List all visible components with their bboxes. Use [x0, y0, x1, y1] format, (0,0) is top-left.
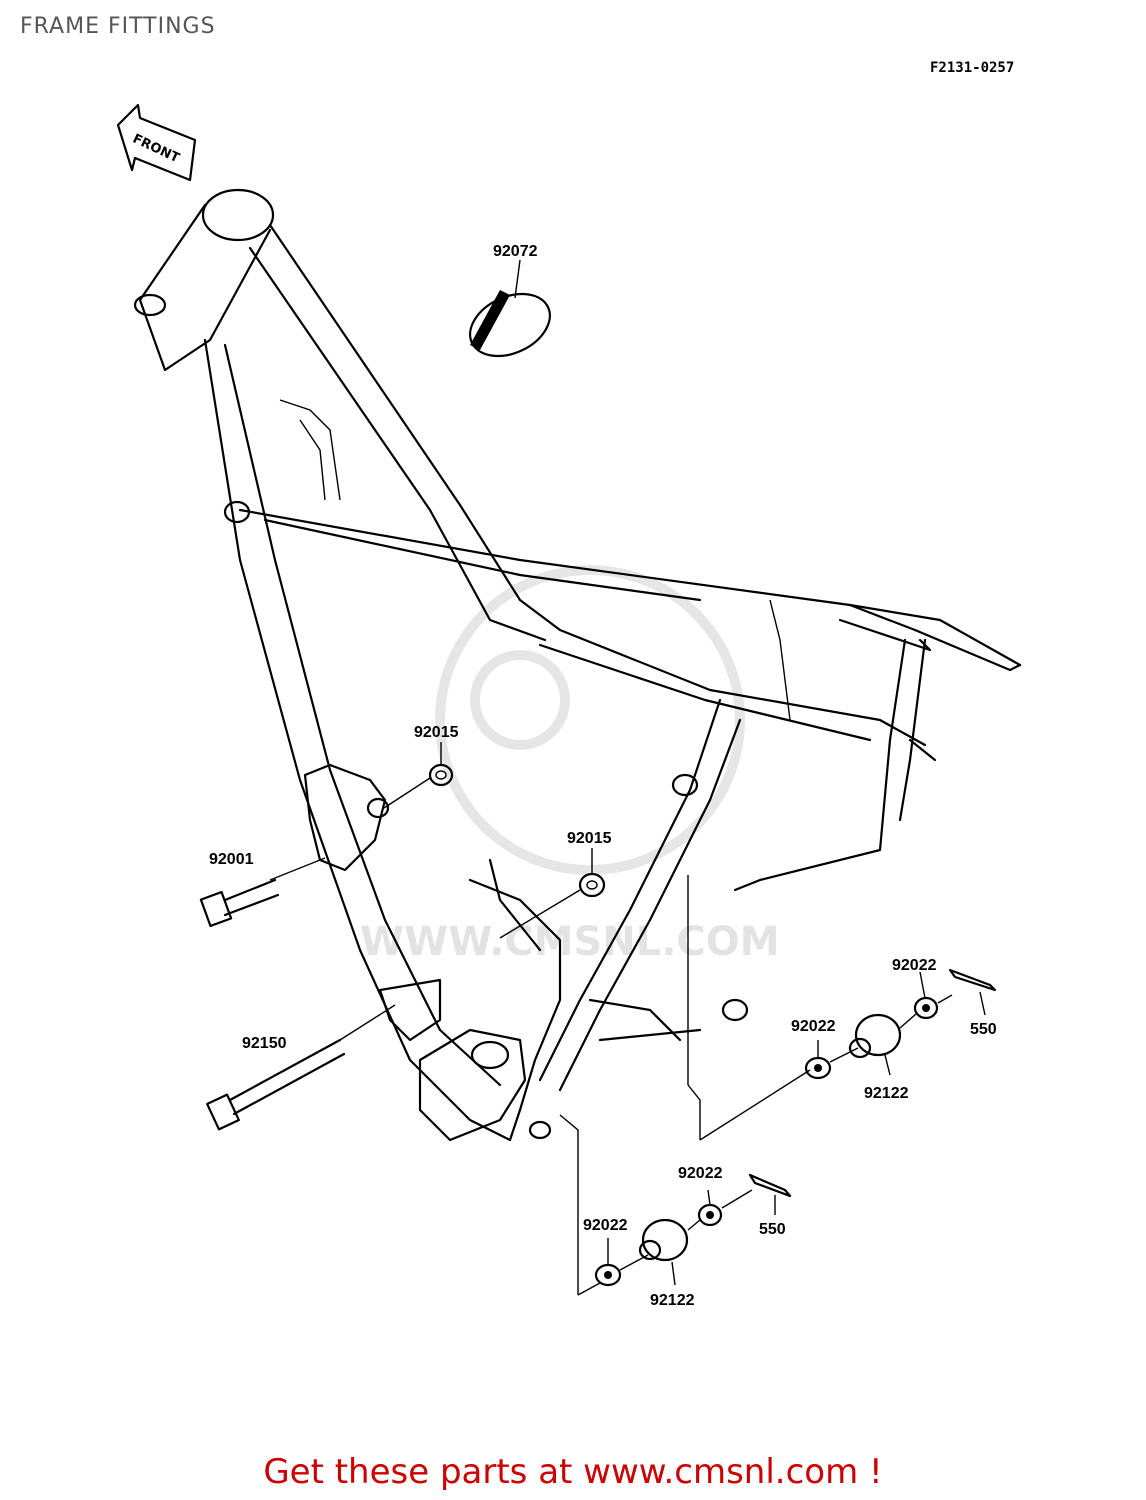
washer-92022-upper-b-icon	[913, 996, 939, 1020]
washer-92022-lower-a-icon	[594, 1263, 622, 1287]
bolt-92001-icon	[199, 878, 280, 928]
part-label-92022-upper-left: 92022	[791, 1018, 836, 1035]
part-label-92001: 92001	[209, 851, 254, 868]
part-labels: 92072 92015 92001 92015 92150 92022 550 …	[209, 243, 997, 1309]
promo-link[interactable]: Get these parts at www.cmsnl.com !	[263, 1452, 883, 1492]
part-label-92122-lower: 92122	[650, 1292, 695, 1309]
part-label-550-lower: 550	[759, 1221, 786, 1238]
clamp-92072-icon	[469, 290, 551, 358]
nut-92015-upper-icon	[428, 763, 454, 787]
front-arrow-label: FRONT	[130, 132, 181, 167]
watermark: WWW.CMSNL.COM	[360, 565, 780, 965]
washer-92022-upper-a-icon	[804, 1056, 832, 1080]
part-label-92022-upper-right: 92022	[892, 957, 937, 974]
leader-lines	[269, 259, 986, 1296]
page-title: FRAME FITTINGS	[20, 14, 216, 39]
cotter-pin-550-upper-icon	[948, 968, 997, 992]
bolt-92150-icon	[206, 1038, 346, 1131]
part-label-92022-lower-right: 92022	[678, 1165, 723, 1182]
part-label-92072: 92072	[493, 243, 538, 260]
damper-92122-lower-icon	[638, 1218, 689, 1262]
front-arrow-icon: FRONT	[116, 103, 197, 182]
motorcycle-frame	[133, 188, 1022, 1142]
part-label-92122-upper: 92122	[864, 1085, 909, 1102]
part-label-92022-lower-left: 92022	[583, 1217, 628, 1234]
washer-92022-lower-b-icon	[697, 1203, 723, 1227]
part-label-92150: 92150	[242, 1035, 287, 1052]
damper-92122-upper-icon	[848, 1013, 902, 1059]
part-label-92015-upper: 92015	[414, 724, 459, 741]
drawing-code: F2131-0257	[930, 60, 1015, 76]
cotter-pin-550-lower-icon	[748, 1173, 792, 1198]
part-label-550-upper: 550	[970, 1021, 997, 1038]
part-label-92015-lower: 92015	[567, 830, 612, 847]
watermark-text: WWW.CMSNL.COM	[360, 919, 780, 965]
nut-92015-lower-icon	[578, 872, 606, 898]
